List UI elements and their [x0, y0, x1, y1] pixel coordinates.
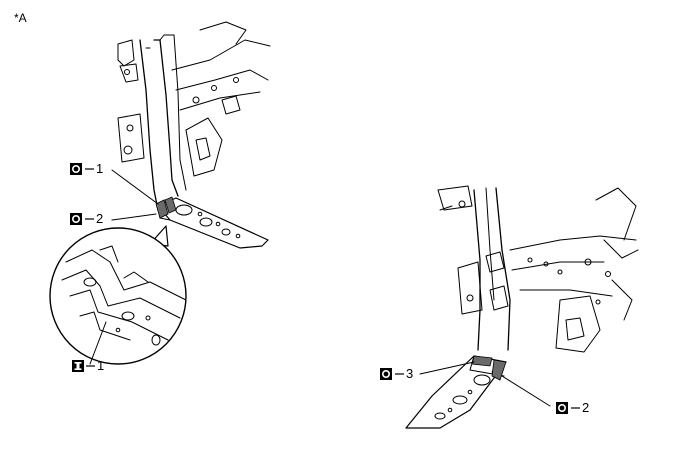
detail-magnified-view [49, 227, 187, 365]
callout-number: 3 [406, 366, 413, 381]
leader-line-detail-1 [89, 321, 107, 365]
right-pillar-view [405, 185, 639, 429]
callout-number: 2 [96, 211, 103, 226]
leader-line-left-2 [111, 213, 157, 221]
callout-left-top-1: 1 [70, 161, 103, 176]
leader-line-right-3 [419, 361, 475, 375]
leader-line-right-2 [501, 375, 551, 407]
figure-tag: *A [14, 11, 27, 25]
left-pillar-view [117, 21, 271, 249]
callout-number: 1 [96, 161, 103, 176]
callout-number: 1 [97, 358, 104, 373]
callout-left-detail-1: 1 [72, 358, 104, 373]
callout-left-top-2: 2 [70, 211, 103, 226]
leader-line-left-1 [111, 169, 159, 205]
callout-number: 2 [582, 400, 589, 415]
callout-right-3: 3 [380, 366, 413, 381]
callout-right-2: 2 [556, 400, 589, 415]
